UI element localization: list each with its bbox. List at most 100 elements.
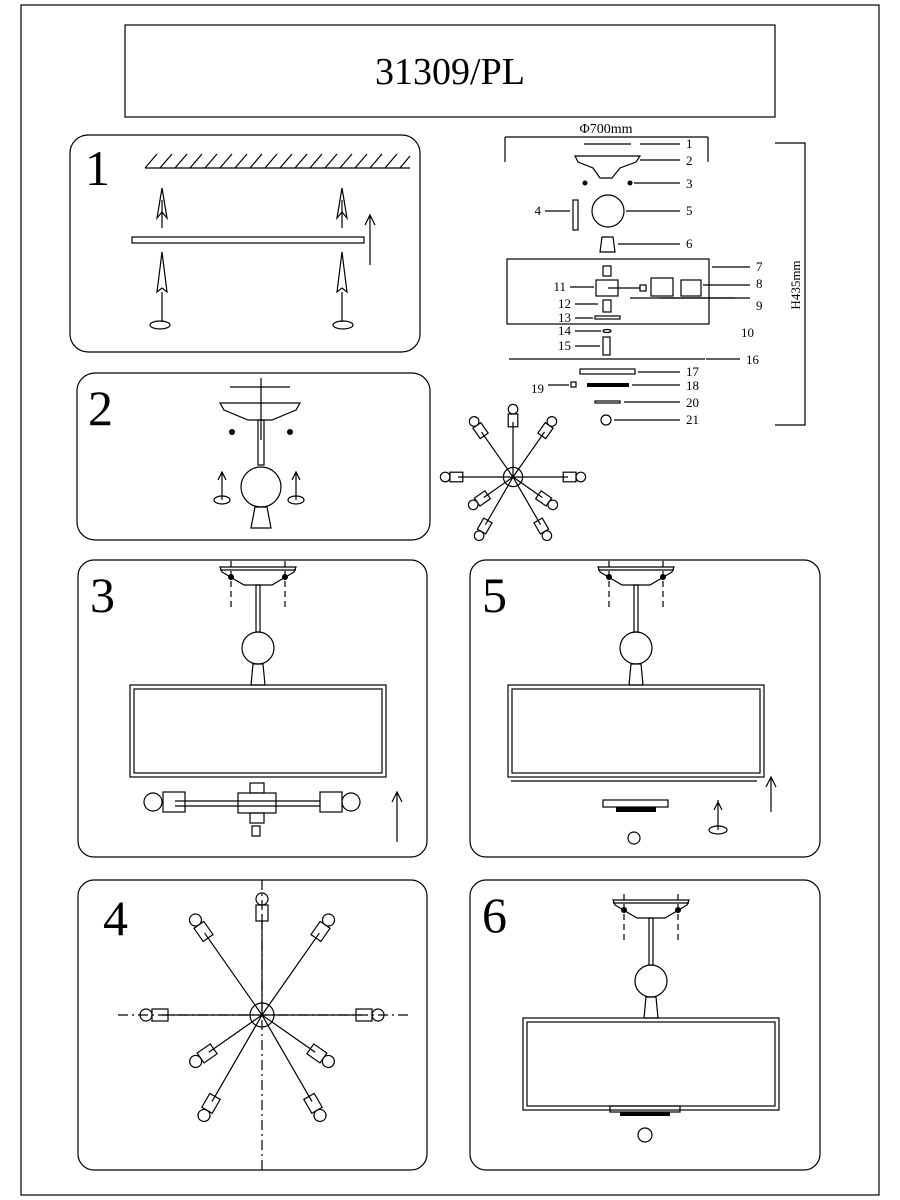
- socket-icon: [534, 489, 559, 511]
- part-number-label: 3: [686, 176, 693, 191]
- part-number-label: 21: [686, 412, 699, 427]
- part-number-label: 5: [686, 203, 693, 218]
- step-2-panel: 2: [76, 372, 431, 541]
- step-number: 2: [88, 380, 113, 436]
- socket-icon: [507, 403, 519, 428]
- part-number-label: 8: [756, 276, 763, 291]
- bulb-icon: [468, 416, 480, 427]
- bulb-icon: [313, 1108, 327, 1123]
- socket-icon: [188, 913, 214, 943]
- bulb-icon: [473, 530, 485, 542]
- bulb-icon: [371, 1008, 385, 1022]
- arm: [211, 1014, 263, 1102]
- screw-icon: [336, 251, 348, 322]
- step-4-panel: 4: [77, 879, 428, 1171]
- socket-icon: [319, 791, 343, 813]
- part-number-label: 2: [686, 153, 693, 168]
- arm: [483, 476, 514, 498]
- title-box: [124, 24, 776, 118]
- socket-icon: [473, 517, 493, 542]
- part-number-label: 17: [686, 364, 700, 379]
- socket-icon: [533, 517, 553, 542]
- part-number-label: 11: [553, 279, 566, 294]
- socket-icon: [255, 892, 269, 922]
- arm: [261, 932, 320, 1016]
- part-number-label: 19: [531, 381, 544, 396]
- socket-icon: [537, 416, 558, 440]
- arrow-up-icon: [391, 790, 403, 842]
- part-number-label: 14: [558, 323, 572, 338]
- arm: [261, 1014, 313, 1102]
- step-number: 6: [482, 887, 507, 943]
- bulb-icon: [321, 913, 336, 927]
- sputnik-arms: [139, 892, 385, 1123]
- bulb-icon: [188, 913, 203, 927]
- bulb-icon: [341, 792, 361, 812]
- page-border: [20, 4, 880, 1196]
- bulb-icon: [575, 471, 587, 483]
- arm: [204, 932, 263, 1016]
- step-6-panel: 6: [469, 879, 821, 1171]
- bulb-icon: [321, 1054, 335, 1069]
- step-5-panel: 5: [469, 559, 821, 858]
- step-number: 4: [103, 890, 128, 946]
- socket-icon: [189, 1043, 218, 1069]
- part-number-label: 10: [741, 325, 754, 340]
- socket-icon: [562, 471, 587, 483]
- socket-icon: [302, 1092, 327, 1123]
- bulb-icon: [139, 1008, 153, 1022]
- bulb-icon: [197, 1108, 211, 1123]
- diameter-label: Φ700mm: [579, 122, 632, 137]
- arm: [261, 1014, 316, 1053]
- step-number: 3: [90, 567, 115, 623]
- socket-icon: [139, 1008, 169, 1022]
- bulb-icon: [467, 499, 479, 511]
- arrow-up-icon: [364, 213, 376, 265]
- mounting-bar: [131, 236, 365, 244]
- screw-icon: [156, 251, 168, 322]
- bulb-icon: [439, 471, 451, 483]
- part-number-label: 6: [686, 236, 693, 251]
- arm: [484, 476, 514, 525]
- socket-icon: [306, 1043, 335, 1069]
- bulb-icon: [255, 892, 269, 906]
- anchor-icon: [156, 187, 168, 228]
- arm: [512, 476, 543, 498]
- step-number: 5: [482, 567, 507, 623]
- part-number-label: 12: [558, 296, 571, 311]
- part-number-label: 4: [535, 203, 542, 218]
- part-number-label: 7: [756, 259, 763, 274]
- part-number-label: 1: [686, 136, 693, 151]
- anchor-icon: [336, 187, 348, 228]
- sputnik-arms-small: [439, 403, 587, 542]
- bulb-icon: [546, 416, 558, 427]
- arm: [480, 431, 514, 478]
- socket-icon: [355, 1008, 385, 1022]
- part-number-label: 9: [756, 298, 763, 313]
- step-number: 1: [85, 140, 110, 196]
- bulb-icon: [507, 403, 519, 415]
- part-number-label: 16: [746, 352, 760, 367]
- model-title: 31309/PL: [375, 51, 525, 93]
- socket-icon: [310, 913, 336, 943]
- arrow-up-icon: [217, 470, 227, 500]
- socket-icon: [197, 1092, 222, 1123]
- bulb-icon: [547, 499, 559, 511]
- part-number-label: 18: [686, 378, 699, 393]
- arm: [512, 431, 546, 478]
- bulb-icon: [541, 530, 553, 542]
- bulb-icon: [189, 1054, 203, 1069]
- socket-icon: [162, 791, 186, 813]
- step-3-panel: 3: [77, 559, 428, 858]
- socket-icon: [468, 416, 489, 440]
- socket-icon: [467, 489, 492, 511]
- part-number-label: 15: [558, 338, 571, 353]
- height-label: H435mm: [788, 260, 803, 309]
- arm: [208, 1014, 263, 1053]
- bulb-icon: [143, 792, 163, 812]
- arm: [512, 476, 542, 525]
- socket-icon: [439, 471, 464, 483]
- step-1-panel: 1: [69, 134, 421, 353]
